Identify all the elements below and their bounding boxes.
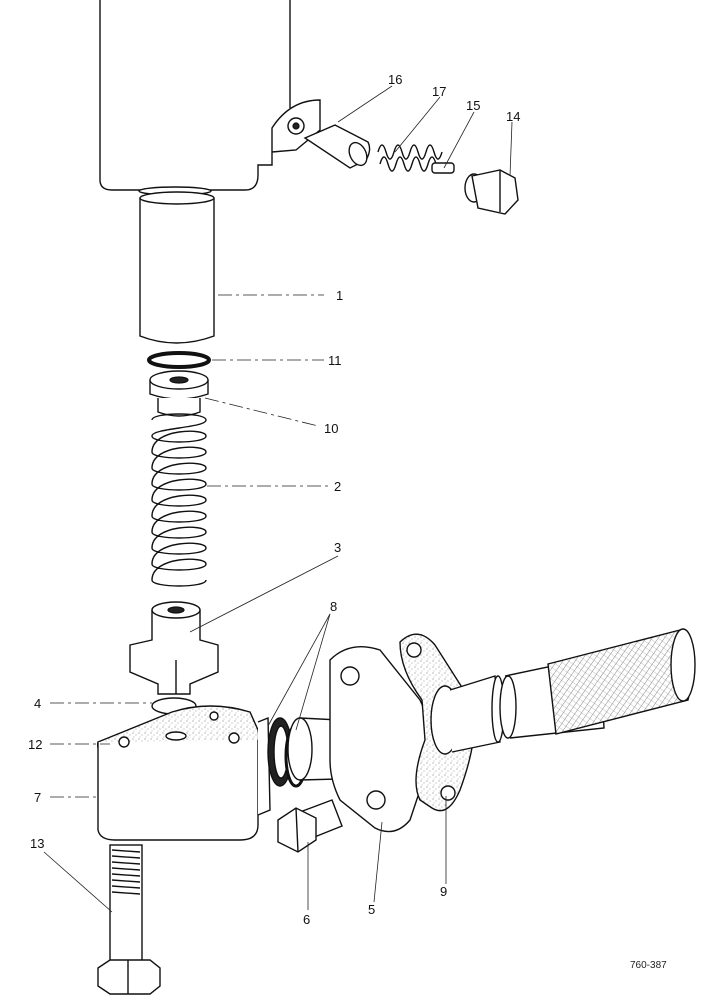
part-16-plunger: [303, 124, 371, 169]
part-6-hex-bolt: [277, 799, 343, 853]
callout-12: 12: [28, 737, 42, 752]
callout-13: 13: [30, 836, 44, 851]
part-10-spring-cap: [149, 370, 209, 417]
callout-6: 6: [303, 912, 310, 927]
callout-7: 7: [34, 790, 41, 805]
callout-4: 4: [34, 696, 41, 711]
part-14-plug-screw: [464, 169, 519, 215]
callout-5: 5: [368, 902, 375, 917]
part-17-small-spring: [377, 144, 445, 172]
filter-screen: [547, 628, 696, 735]
callout-10: 10: [324, 421, 338, 436]
leader-lines: [43, 85, 513, 913]
callout-2: 2: [334, 479, 341, 494]
part-15-pin: [431, 162, 455, 174]
callout-1: 1: [336, 288, 343, 303]
part-5-flange: [287, 646, 431, 833]
callout-labels: 16 17 15 14 1 11 10 2 3 8 4 12 7 13 6 5 …: [28, 72, 667, 971]
figure-reference-code: 760-387: [630, 960, 667, 971]
part-3-spring-seat: [129, 601, 219, 695]
callout-16: 16: [388, 72, 402, 87]
part-2-main-spring: [151, 413, 207, 587]
pump-housing: [99, 0, 321, 196]
callout-11: 11: [328, 353, 342, 368]
part-11-o-ring: [147, 351, 211, 369]
callout-17: 17: [432, 84, 446, 99]
callout-9: 9: [440, 884, 447, 899]
part-13-long-bolt: [97, 844, 161, 995]
callout-3: 3: [334, 540, 341, 555]
callout-8: 8: [330, 599, 337, 614]
callout-14: 14: [506, 109, 520, 124]
part-1-sleeve: [139, 191, 215, 344]
part-7-base-block: [96, 705, 271, 841]
callout-15: 15: [466, 98, 480, 113]
